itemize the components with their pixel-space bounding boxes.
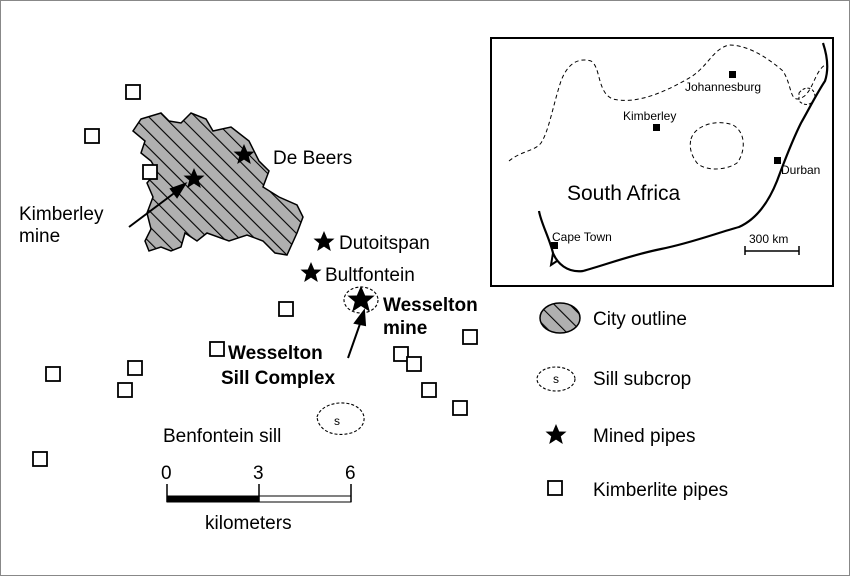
kimberlite-pipes bbox=[32, 84, 478, 467]
inset-lesotho bbox=[689, 122, 744, 170]
inset-dot-johannesburg bbox=[729, 71, 736, 78]
label-wesselton: Wesselton bbox=[383, 295, 478, 316]
label-bultfontein: Bultfontein bbox=[325, 265, 415, 286]
kimberlite-pipe bbox=[278, 301, 294, 317]
inset-dot-cape-town bbox=[551, 242, 558, 249]
city-outline bbox=[132, 112, 304, 256]
label-kimberley: Kimberley bbox=[19, 204, 104, 225]
bultfontein-star bbox=[300, 262, 322, 282]
label-wesselton-mine: mine bbox=[383, 318, 427, 339]
label-wesselton-sill: Wesselton bbox=[228, 343, 323, 364]
inset-dot-kimberley bbox=[653, 124, 660, 131]
kimberlite-pipe bbox=[393, 346, 409, 362]
pointer-arrows bbox=[128, 182, 367, 359]
kimberlite-pipe bbox=[452, 400, 468, 416]
legend-sill-swatch bbox=[536, 366, 576, 392]
kimberlite-pipe bbox=[84, 128, 100, 144]
legend: City outline s Sill subcrop Mined pipes … bbox=[536, 302, 728, 501]
kimberlite-pipe bbox=[209, 341, 225, 357]
kimberlite-pipe bbox=[462, 329, 478, 345]
benfontein-sill-symbol: s bbox=[334, 414, 340, 428]
scale-tick-0: 0 bbox=[161, 463, 172, 484]
inset-label-cape-town: Cape Town bbox=[552, 230, 612, 244]
inset-label-durban: Durban bbox=[781, 163, 820, 177]
inset-country-label: South Africa bbox=[567, 182, 681, 205]
inset-border-north bbox=[508, 44, 826, 162]
kimberlite-pipe bbox=[127, 360, 143, 376]
legend-city-swatch bbox=[539, 302, 581, 334]
kimberlite-pipe bbox=[45, 366, 61, 382]
inset-coastline bbox=[537, 42, 829, 273]
legend-mined-label: Mined pipes bbox=[593, 426, 695, 447]
kimberlite-pipe bbox=[32, 451, 48, 467]
legend-kimberlite-square bbox=[547, 480, 563, 496]
benfontein-sill-outline bbox=[316, 402, 365, 435]
inset-swaziland bbox=[798, 87, 816, 105]
kimberlite-pipe bbox=[421, 382, 437, 398]
scale-bar: 0 3 6 kilometers bbox=[161, 463, 356, 534]
scale-tick-3: 3 bbox=[253, 463, 264, 484]
inset-label-kimberley: Kimberley bbox=[623, 109, 676, 123]
inset-label-johannesburg: Johannesburg bbox=[685, 80, 761, 94]
scale-tick-6: 6 bbox=[345, 463, 356, 484]
inset-dot-durban bbox=[774, 157, 781, 164]
label-kimberley-mine: mine bbox=[19, 226, 60, 247]
label-sill-complex: Sill Complex bbox=[221, 368, 335, 389]
inset-cape-tip bbox=[549, 252, 558, 268]
label-benfontein-sill: Benfontein sill bbox=[163, 426, 281, 447]
inset-scale-label: 300 km bbox=[749, 232, 788, 246]
label-de-beers: De Beers bbox=[273, 148, 352, 169]
legend-sill-symbol: s bbox=[553, 372, 559, 386]
kimberlite-pipe bbox=[125, 84, 141, 100]
legend-kimberlite-label: Kimberlite pipes bbox=[593, 480, 728, 501]
kimberlite-pipe bbox=[406, 356, 422, 372]
scale-unit: kilometers bbox=[205, 513, 292, 534]
legend-mined-star bbox=[545, 424, 567, 444]
label-dutoitspan: Dutoitspan bbox=[339, 233, 430, 254]
dutoitspan-star bbox=[313, 231, 335, 251]
inset-map: Johannesburg Kimberley Durban Cape Town … bbox=[490, 37, 834, 287]
kimberlite-pipe bbox=[142, 164, 158, 180]
legend-city-label: City outline bbox=[593, 309, 687, 330]
kimberlite-pipe bbox=[117, 382, 133, 398]
legend-sill-label: Sill subcrop bbox=[593, 369, 691, 390]
